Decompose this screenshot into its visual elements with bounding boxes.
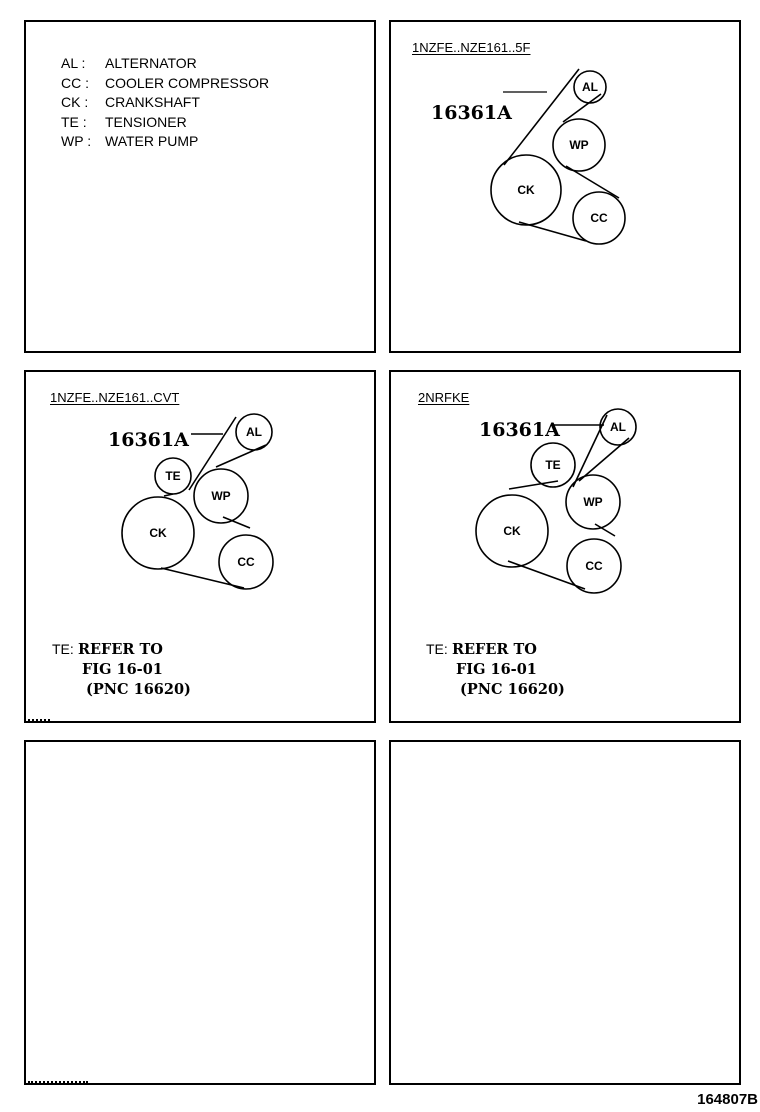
note-line-1: REFER TO: [77, 641, 163, 658]
dotted-mark: [28, 719, 50, 721]
legend-list: AL : ALTERNATOR CC : COOLER COMPRESSOR C…: [61, 54, 269, 152]
pulley-ck: [475, 494, 549, 568]
belt-segment: [562, 93, 602, 123]
pulley-label-te: TE: [545, 458, 560, 472]
pulley-label-al: AL: [610, 420, 626, 434]
belt-segment: [507, 560, 586, 590]
pulley-label-ck: CK: [503, 524, 521, 538]
note-line-1: REFER TO: [451, 641, 537, 658]
legend-item: AL : ALTERNATOR: [61, 54, 269, 74]
part-number-label: 16361A: [108, 429, 189, 451]
dotted-mark: [393, 740, 443, 742]
empty-panel-right: [389, 740, 741, 1085]
legend-name: ALTERNATOR: [105, 55, 197, 71]
legend-code: AL :: [61, 55, 86, 71]
belt-segment: [215, 444, 267, 468]
note-line-3: (PNC 16620): [460, 681, 565, 698]
pulley-label-te: TE: [165, 469, 180, 483]
legend-panel: AL : ALTERNATOR CC : COOLER COMPRESSOR C…: [24, 20, 376, 353]
legend-name: CRANKSHAFT: [105, 94, 200, 110]
pulley-te: [154, 457, 192, 495]
belt-routing-diagram: AL WP CK CC 16361A: [431, 68, 626, 245]
pulley-label-cc: CC: [590, 211, 608, 225]
belt-segment: [188, 416, 237, 491]
belt-routing-diagram: AL TE WP CK CC 16361A: [108, 413, 274, 590]
legend-item: CC : COOLER COMPRESSOR: [61, 74, 269, 94]
pulley-al: [599, 408, 637, 446]
note-prefix: TE:: [426, 641, 448, 657]
belt-segment: [572, 414, 608, 488]
pulley-cc: [218, 534, 274, 590]
pulley-label-ck: CK: [149, 526, 167, 540]
legend-code: CK :: [61, 94, 89, 110]
dotted-mark: [28, 1081, 88, 1083]
pulley-al: [235, 413, 273, 451]
illustration-id: 164807B: [697, 1091, 758, 1108]
part-number-label: 16361A: [479, 419, 560, 441]
empty-panel-left: [24, 740, 376, 1085]
panel-title: 1NZFE..NZE161..5F: [412, 40, 531, 55]
legend-code: TE :: [61, 113, 87, 130]
part-number-label: 16361A: [431, 102, 512, 124]
panel-title: 1NZFE..NZE161..CVT: [50, 390, 180, 405]
note-prefix: TE:: [52, 641, 74, 657]
legend-name: WATER PUMP: [105, 133, 199, 149]
pulley-ck: [121, 496, 195, 570]
pulley-wp: [565, 474, 621, 530]
legend-item: CK : CRANKSHAFT: [61, 93, 269, 113]
belt-diagram-panel-2nrfke: 2NRFKE AL TE WP CK CC 16361A TE: REFER T…: [389, 370, 741, 723]
pulley-cc: [566, 538, 622, 594]
belt-segment: [503, 68, 580, 166]
panel-title: 2NRFKE: [418, 390, 470, 405]
pulley-label-wp: WP: [583, 495, 602, 509]
pulley-te: [530, 442, 576, 488]
pulley-label-cc: CC: [237, 555, 255, 569]
legend-code: WP :: [61, 133, 92, 149]
belt-routing-diagram: AL TE WP CK CC 16361A: [475, 408, 637, 594]
pulley-label-al: AL: [246, 425, 262, 439]
belt-diagram-panel-cvt: 1NZFE..NZE161..CVT AL TE WP CK CC 16361A…: [24, 370, 376, 723]
pulley-label-ck: CK: [517, 183, 535, 197]
legend-item: TE : TENSIONER: [61, 113, 269, 133]
dotted-mark: [62, 740, 106, 742]
pulley-label-cc: CC: [585, 559, 603, 573]
pulley-wp: [193, 468, 249, 524]
pulley-label-wp: WP: [211, 489, 230, 503]
legend-item: WP : WATER PUMP: [61, 132, 269, 152]
legend-code: CC :: [61, 74, 90, 91]
belt-diagram-panel-5f: 1NZFE..NZE161..5F AL WP CK CC 16361A: [389, 20, 741, 353]
pulley-label-wp: WP: [569, 138, 588, 152]
belt-segment: [222, 516, 251, 529]
note-line-2: FIG 16-01: [456, 661, 537, 678]
pulley-al: [573, 70, 607, 104]
legend-name: TENSIONER: [105, 113, 187, 130]
pulley-ck: [490, 154, 562, 226]
tensioner-note: TE: REFER TO FIG 16-01 (PNC 16620): [426, 639, 565, 700]
legend-name: COOLER COMPRESSOR: [105, 74, 270, 91]
pulley-wp: [552, 118, 606, 172]
tensioner-note: TE: REFER TO FIG 16-01 (PNC 16620): [52, 639, 191, 700]
belt-segment: [508, 480, 559, 490]
belt-segment: [594, 523, 616, 537]
pulley-cc: [572, 191, 626, 245]
note-line-2: FIG 16-01: [82, 661, 163, 678]
pulley-label-al: AL: [582, 80, 598, 94]
note-line-3: (PNC 16620): [86, 681, 191, 698]
